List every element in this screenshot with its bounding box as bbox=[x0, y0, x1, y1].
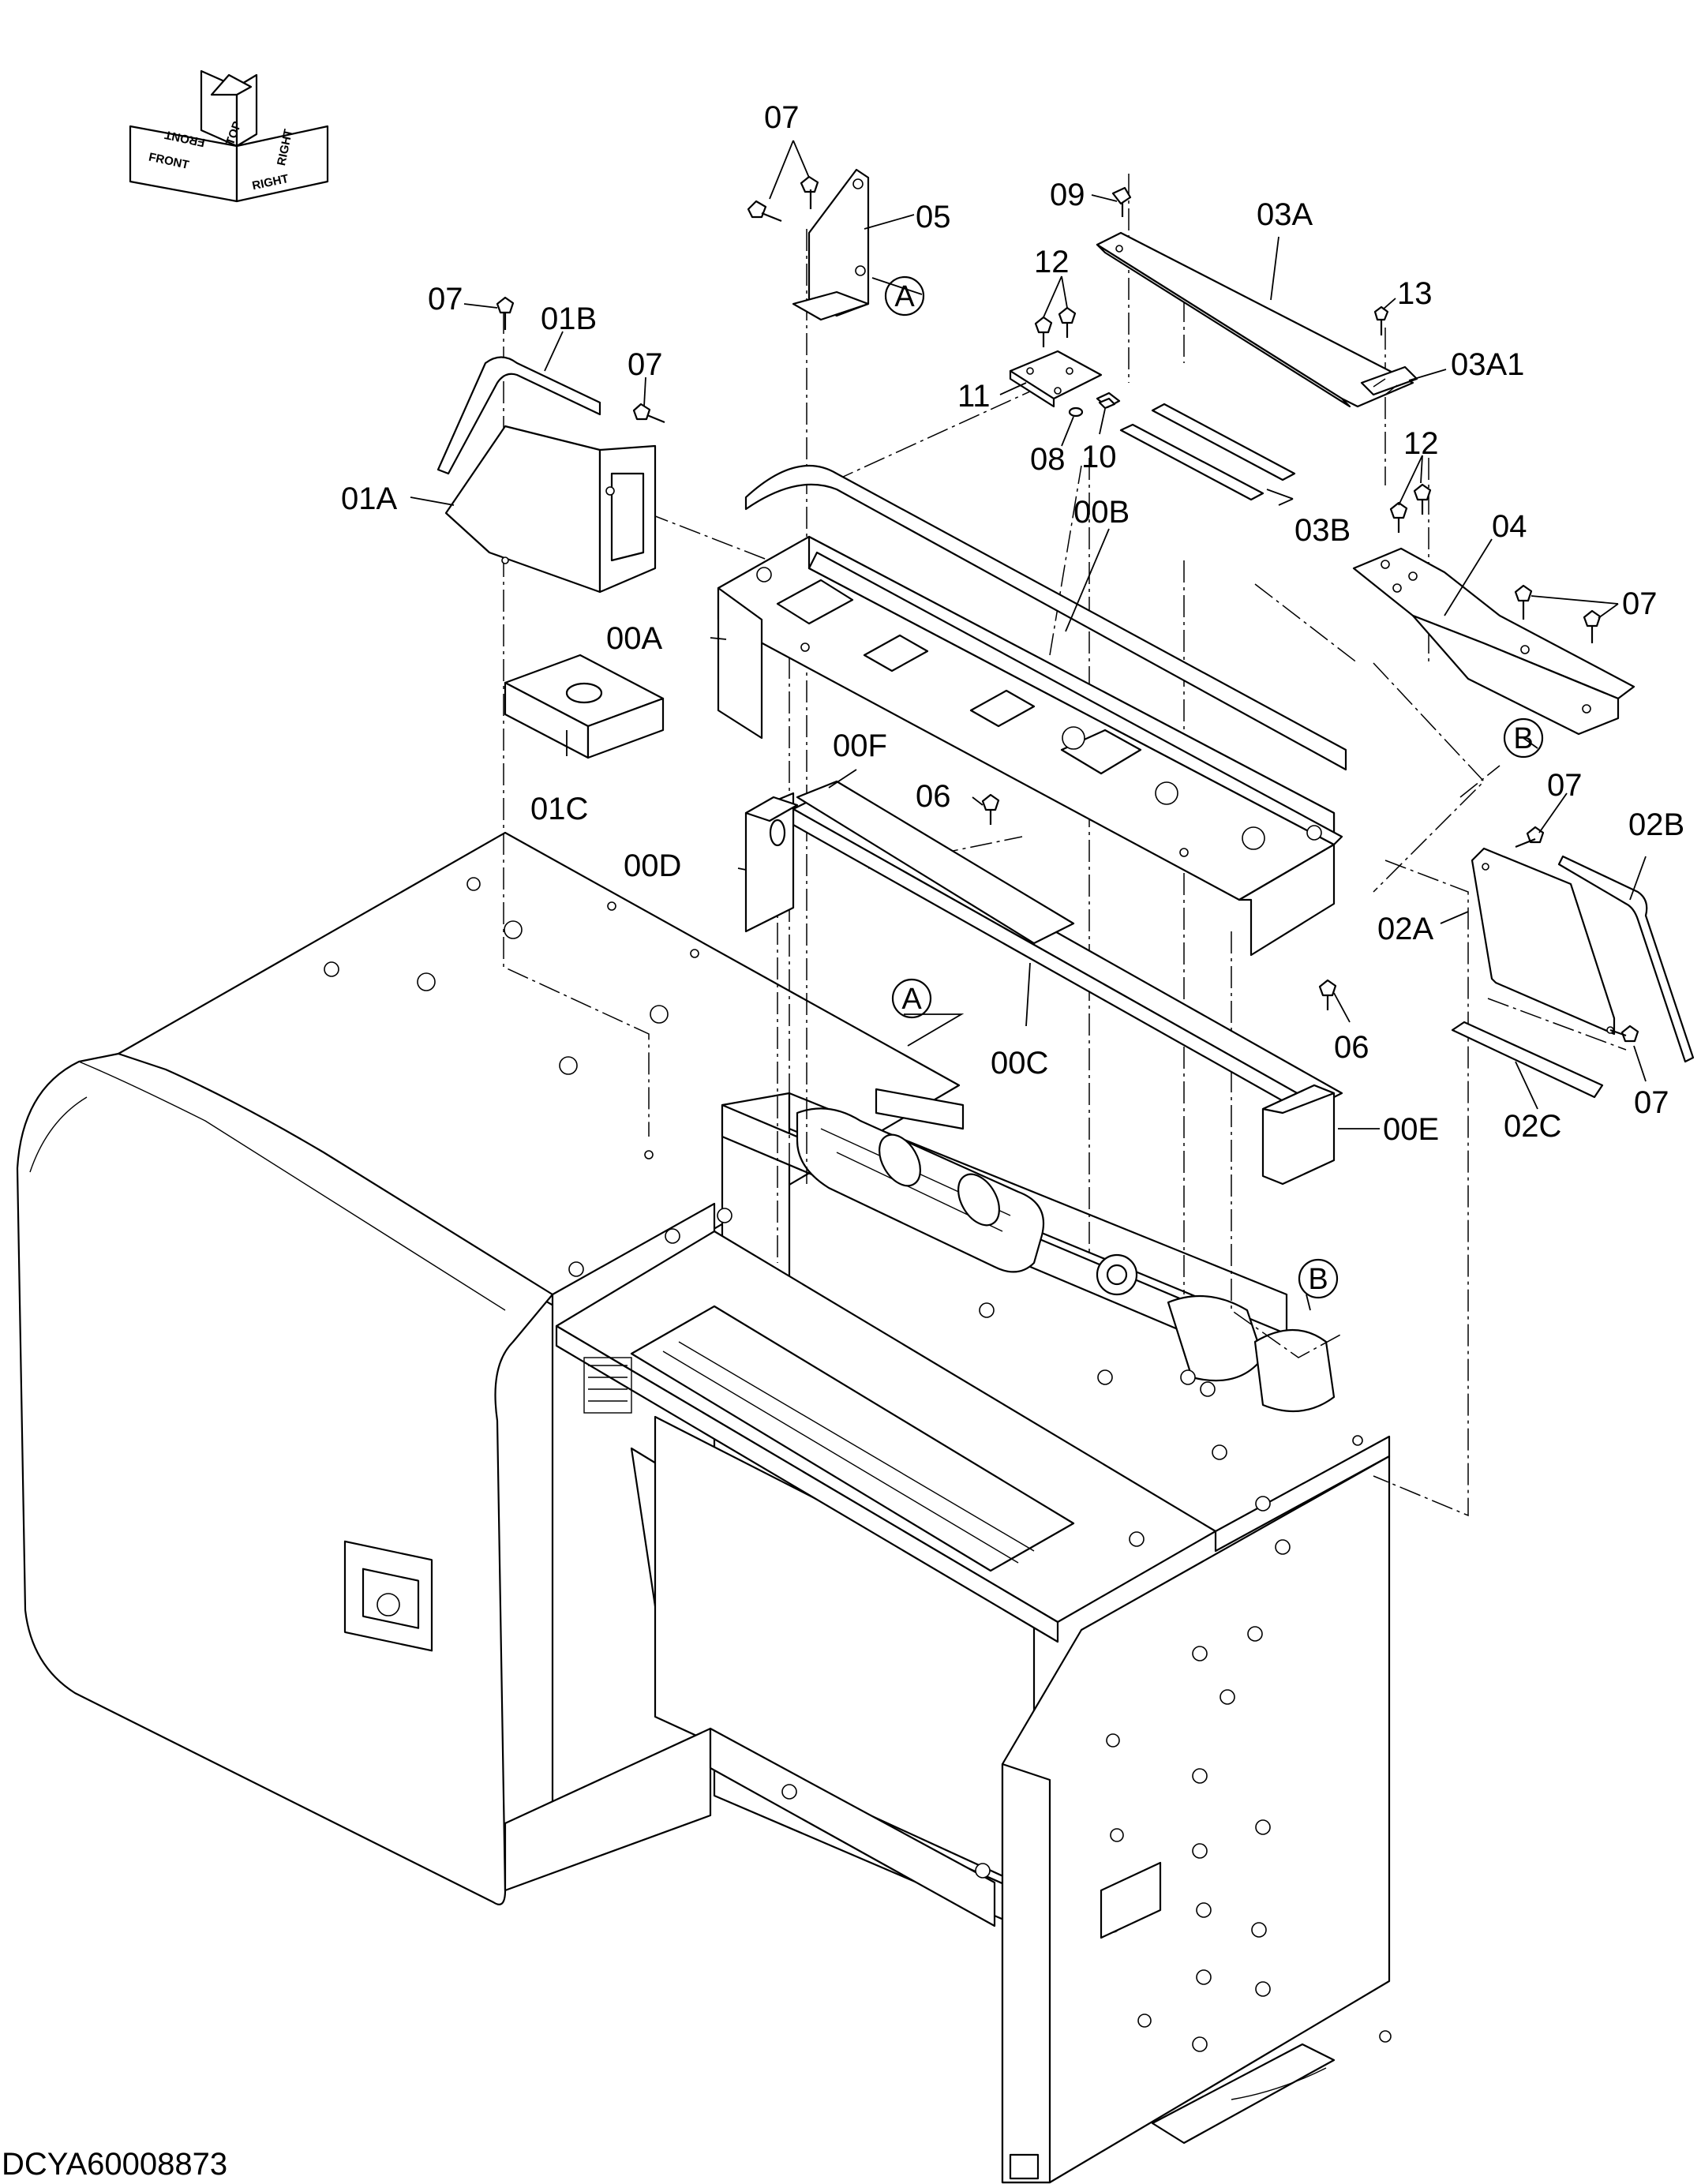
fasteners bbox=[496, 175, 1639, 1043]
bolt-07-02a-icon bbox=[1515, 826, 1545, 849]
part-02A-plate bbox=[1471, 847, 1616, 1036]
bolt-07-right-b-icon bbox=[1583, 609, 1602, 643]
label-09: 09 bbox=[1050, 178, 1085, 212]
part-00A-cover bbox=[717, 535, 1343, 957]
part-00D-block bbox=[744, 792, 799, 933]
label-07-top: 07 bbox=[764, 100, 800, 135]
label-07-02A: 07 bbox=[1547, 768, 1583, 803]
bolt-07-left-icon bbox=[496, 296, 515, 330]
label-00A: 00A bbox=[606, 621, 662, 656]
grille bbox=[583, 1357, 632, 1414]
label-07-left: 07 bbox=[428, 282, 463, 317]
orientation-icon: TOP RIGHT FRONT FRONT RIGHT bbox=[129, 69, 329, 203]
label-07-02C: 07 bbox=[1634, 1085, 1669, 1120]
label-01B: 01B bbox=[541, 302, 597, 336]
bolt-06-a-icon bbox=[981, 793, 1000, 825]
callout-a-top-text: A bbox=[894, 280, 915, 313]
label-12-right: 12 bbox=[1403, 426, 1439, 461]
clip-09-icon bbox=[1111, 186, 1132, 217]
bolt-07-top-left-icon bbox=[747, 200, 782, 223]
part-01A-bracket bbox=[444, 425, 657, 594]
main-frame-assembly bbox=[16, 831, 1392, 2184]
bolt-07-mid-icon bbox=[632, 403, 665, 424]
label-12-top: 12 bbox=[1034, 245, 1070, 279]
label-00B: 00B bbox=[1073, 495, 1130, 530]
label-10: 10 bbox=[1081, 440, 1117, 474]
label-00F: 00F bbox=[833, 729, 887, 763]
label-02C: 02C bbox=[1504, 1109, 1561, 1144]
label-06-b: 06 bbox=[1334, 1030, 1369, 1065]
part-11-plate bbox=[1009, 350, 1103, 408]
part-04-bracket bbox=[1352, 547, 1635, 736]
callout-b-right: B bbox=[1503, 717, 1544, 759]
part-05-bracket bbox=[792, 168, 870, 321]
label-11: 11 bbox=[957, 379, 991, 414]
label-07-mid: 07 bbox=[628, 347, 663, 382]
part-00B-seal bbox=[744, 464, 1347, 771]
washer-08-icon bbox=[1068, 406, 1084, 418]
part-02C-strip bbox=[1451, 1021, 1604, 1099]
bolt-06-b-icon bbox=[1318, 979, 1337, 1010]
label-00E: 00E bbox=[1383, 1112, 1439, 1147]
label-13: 13 bbox=[1397, 276, 1433, 311]
part-03B-strips bbox=[1119, 403, 1296, 501]
callout-b-frame: B bbox=[1298, 1258, 1339, 1299]
part-00E-block bbox=[1261, 1084, 1336, 1186]
part-01C-block bbox=[504, 654, 665, 759]
bolt-07-right-a-icon bbox=[1514, 584, 1533, 620]
label-01A: 01A bbox=[341, 481, 397, 516]
bolt-12-c-icon bbox=[1389, 501, 1408, 533]
label-03B: 03B bbox=[1294, 513, 1351, 548]
bolt-07-top-right-icon bbox=[800, 175, 819, 209]
label-04: 04 bbox=[1492, 509, 1527, 544]
label-05: 05 bbox=[916, 200, 951, 234]
part-labels: 07 05 09 03A 12 13 03A1 11 08 10 07 01B … bbox=[341, 100, 1684, 1147]
callout-a-frame-text: A bbox=[901, 983, 922, 1016]
label-02A: 02A bbox=[1377, 912, 1433, 946]
callout-b-frame-text: B bbox=[1308, 1263, 1328, 1296]
callout-a-frame: A bbox=[891, 978, 932, 1019]
label-07-right: 07 bbox=[1622, 586, 1658, 621]
nut-10-icon bbox=[1096, 391, 1121, 410]
callout-b-right-text: B bbox=[1513, 722, 1533, 755]
label-08: 08 bbox=[1030, 442, 1066, 477]
left-side-panel bbox=[16, 1052, 554, 1905]
label-01C: 01C bbox=[530, 792, 588, 826]
part-02B-strip bbox=[1557, 855, 1695, 1063]
bolt-13-icon bbox=[1373, 305, 1389, 335]
part-01B-strip bbox=[436, 356, 601, 475]
hose-assembly bbox=[796, 1107, 1045, 1273]
document-id: DCYA60008873 bbox=[2, 2147, 227, 2182]
label-06-a: 06 bbox=[916, 779, 951, 814]
label-03A1: 03A1 bbox=[1451, 347, 1524, 382]
label-03A: 03A bbox=[1257, 197, 1313, 232]
bolt-12-b-icon bbox=[1058, 306, 1077, 338]
label-02B: 02B bbox=[1628, 807, 1684, 842]
bolt-12-d-icon bbox=[1413, 483, 1432, 515]
callout-a-top: A bbox=[884, 275, 925, 317]
part-03A-plate bbox=[1096, 231, 1418, 408]
part-00F-strip bbox=[796, 780, 1075, 945]
bolt-07-02c-icon bbox=[1609, 1025, 1639, 1043]
bolt-12-a-icon bbox=[1034, 316, 1053, 347]
label-00C: 00C bbox=[991, 1046, 1048, 1081]
label-00D: 00D bbox=[624, 849, 681, 883]
